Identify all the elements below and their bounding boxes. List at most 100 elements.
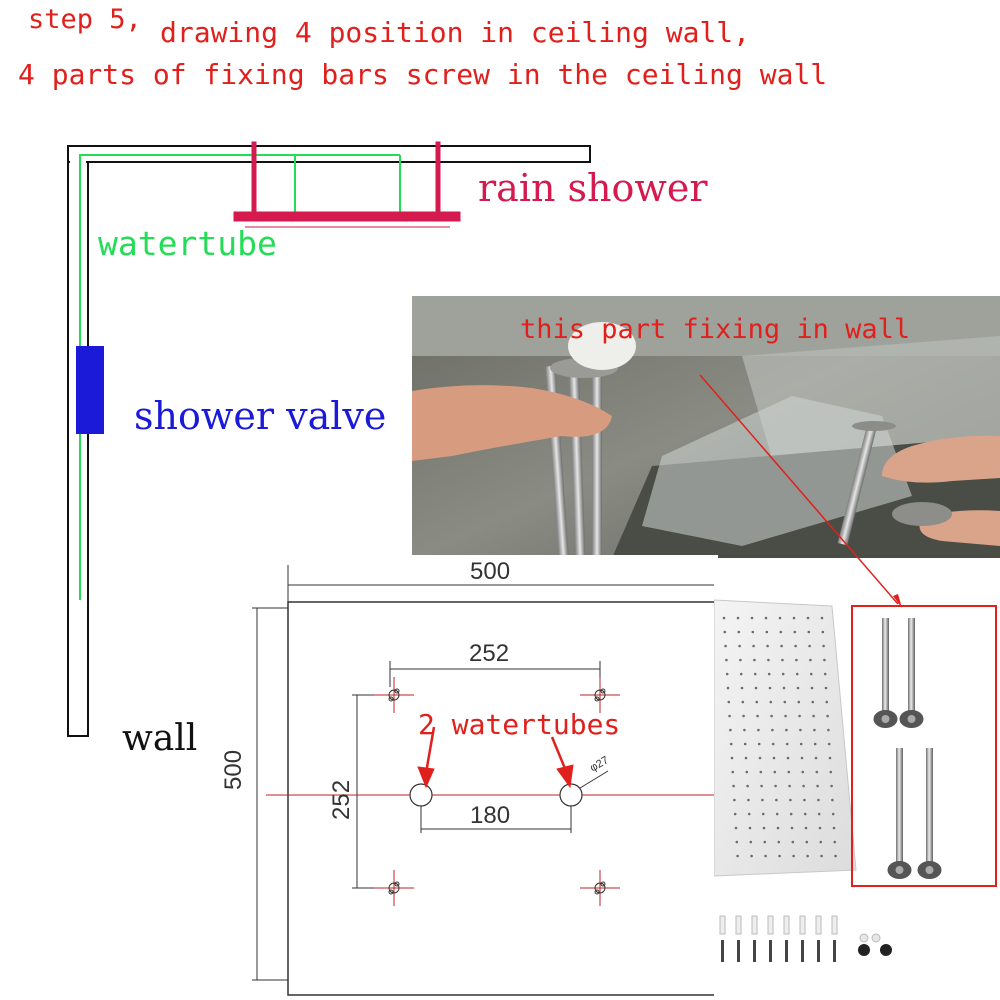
nozzle-dot	[803, 798, 806, 802]
nozzle-dot	[778, 616, 782, 620]
nozzle-dot	[808, 644, 811, 648]
rain-shower-label: rain shower	[478, 166, 708, 210]
nozzle-dot	[809, 658, 812, 662]
fixing-bars-highlight	[851, 605, 997, 887]
nozzle-dot	[755, 700, 759, 704]
screw	[833, 940, 836, 962]
fixing-hole	[374, 677, 414, 713]
nozzle-dot	[769, 700, 773, 704]
nozzle-dot	[738, 644, 741, 648]
nozzle-dot	[795, 672, 799, 676]
nozzle-dot	[798, 714, 801, 718]
nozzle-dot	[813, 742, 817, 746]
screw	[801, 940, 804, 962]
nozzle-dot	[766, 644, 769, 648]
nozzle-dot	[775, 798, 778, 802]
nozzle-dot	[771, 742, 775, 746]
nozzle-dot	[806, 854, 809, 858]
screw	[753, 940, 756, 962]
nozzle-dot	[795, 658, 798, 662]
nozzle-dot	[767, 672, 771, 676]
instruction-line-2: 4 parts of fixing bars screw in the ceil…	[18, 58, 828, 91]
nozzle-dot	[733, 798, 736, 802]
nozzle-dot	[782, 686, 786, 690]
nozzle-dot	[729, 742, 733, 746]
nozzle-dot	[745, 770, 749, 774]
step-label: step 5,	[28, 4, 142, 35]
nozzle-dot	[805, 840, 809, 844]
nozzle-dot	[813, 728, 816, 732]
nozzle-dot	[753, 672, 757, 676]
nozzle-dot	[834, 854, 837, 858]
nozzle-dot	[774, 784, 777, 788]
nozzle-dot	[825, 700, 829, 704]
nozzle-dot	[725, 672, 729, 676]
nozzle-dot	[827, 728, 830, 732]
wall-anchor	[783, 915, 790, 935]
nozzle-dot	[790, 826, 794, 830]
nozzle-dot	[786, 756, 790, 760]
nozzle-dot	[796, 686, 800, 690]
nozzle-dot	[818, 826, 822, 830]
nozzle-dot	[829, 770, 833, 774]
screws-and-anchors	[719, 915, 838, 962]
nozzle-dot	[791, 840, 795, 844]
nozzle-dot	[807, 630, 811, 634]
nozzle-dot	[744, 756, 748, 760]
nozzle-dot	[722, 616, 726, 620]
nozzle-dot	[757, 742, 761, 746]
plate-height-label: 500	[220, 749, 247, 790]
nozzle-dot	[728, 714, 731, 718]
nozzle-dot	[726, 686, 730, 690]
arrow-icon	[417, 726, 574, 789]
watertube-hole	[409, 783, 433, 807]
shower-nozzles	[722, 616, 837, 858]
nozzle-dot	[727, 700, 731, 704]
nozzle-dot	[812, 714, 815, 718]
tube-spacing-dimension	[420, 806, 572, 833]
nozzle-dot	[743, 742, 747, 746]
nozzle-dot	[743, 728, 746, 732]
nozzle-dot	[826, 714, 829, 718]
nozzle-dot	[831, 798, 834, 802]
product-illustration	[714, 599, 997, 962]
nozzle-dot	[725, 658, 728, 662]
watertube-label: watertube	[98, 224, 277, 263]
nozzle-dot	[781, 672, 785, 676]
nozzle-dot	[771, 728, 774, 732]
nozzle-dot	[804, 826, 808, 830]
caps	[858, 933, 892, 956]
plate-width-label: 500	[470, 558, 511, 585]
nozzle-dot	[735, 840, 739, 844]
nozzle-dot	[737, 630, 741, 634]
nozzle-dot	[747, 812, 751, 816]
nozzle-dot	[746, 784, 749, 788]
nozzle-dot	[789, 812, 793, 816]
nozzle-dot	[783, 700, 787, 704]
width-dimension	[287, 565, 716, 602]
fixing-bar	[873, 618, 924, 728]
nozzle-dot	[733, 812, 737, 816]
nozzle-dot	[792, 854, 795, 858]
fixing-hole	[580, 870, 620, 906]
nozzle-dot	[830, 784, 833, 788]
nozzle-dot	[785, 742, 789, 746]
wall-anchor	[767, 915, 774, 935]
wall-anchor	[719, 915, 726, 935]
nozzle-dot	[800, 756, 804, 760]
nozzle-dot	[823, 672, 827, 676]
nozzle-dot	[792, 616, 796, 620]
fixing-hole	[580, 677, 620, 713]
nozzle-dot	[789, 798, 792, 802]
nozzle-dot	[753, 658, 756, 662]
nozzle-dot	[749, 840, 753, 844]
ceiling-drilling-drawing	[230, 555, 718, 1000]
nozzle-dot	[761, 812, 765, 816]
nozzle-dot	[816, 784, 819, 788]
nozzle-dot	[820, 616, 824, 620]
nozzle-dot	[723, 630, 727, 634]
shower-valve-label: shower valve	[134, 394, 387, 438]
nozzle-dot	[777, 840, 781, 844]
instruction-line-1: drawing 4 position in ceiling wall,	[160, 16, 751, 49]
